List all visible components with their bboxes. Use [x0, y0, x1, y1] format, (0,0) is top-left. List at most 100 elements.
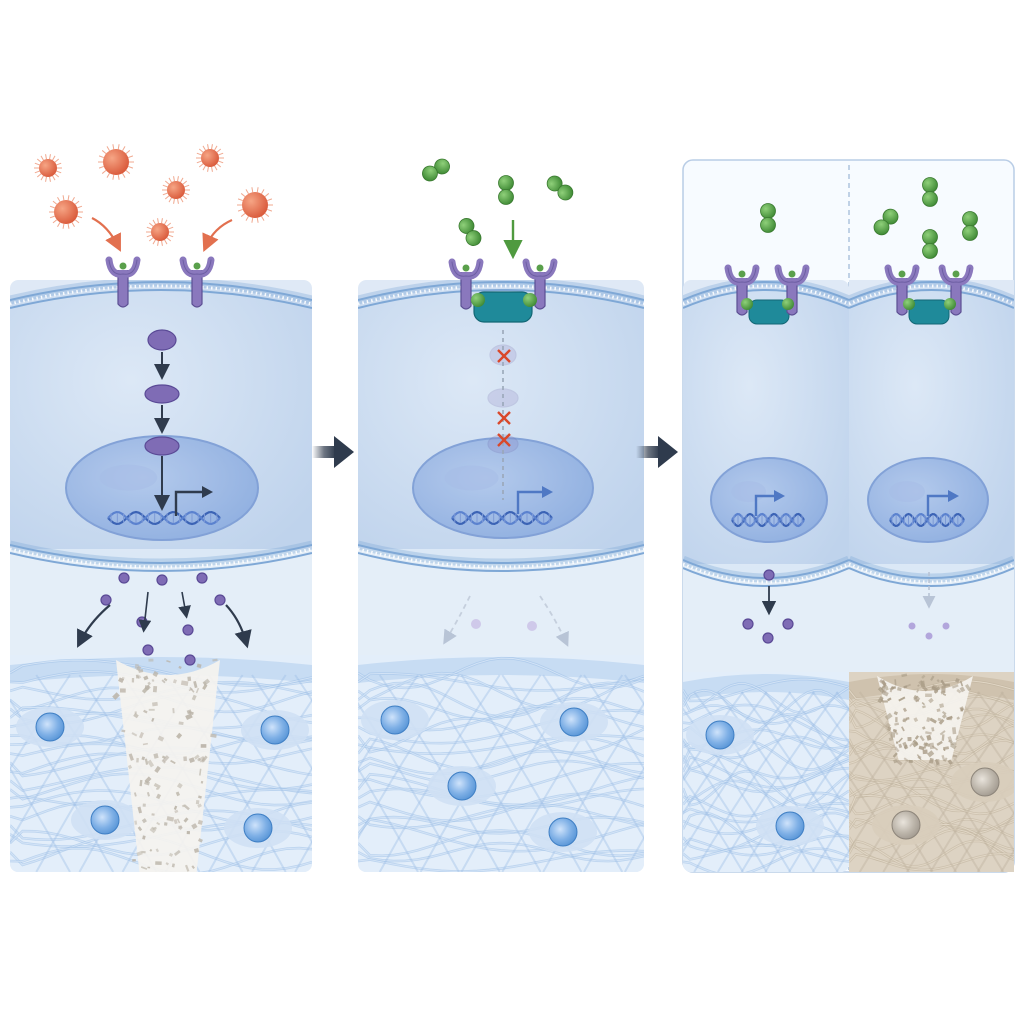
receptor-blocker [908, 299, 950, 325]
signal-molecule [782, 618, 794, 630]
inflammatory-particle [34, 154, 62, 182]
signal-molecule-faint [925, 632, 933, 640]
matrix-cell [243, 813, 273, 843]
signal-molecule [196, 572, 208, 584]
step-arrows [312, 436, 678, 468]
inflammatory-particle [196, 144, 224, 172]
dna-icon [107, 510, 221, 526]
antagonist-bound [523, 293, 537, 307]
panel-2-matrix [358, 655, 644, 872]
matrix-cell [260, 715, 290, 745]
signal-molecule [118, 572, 130, 584]
receptor-icon [938, 264, 974, 316]
signal-molecule [144, 436, 180, 456]
arrow [443, 595, 471, 645]
signal-molecule [214, 594, 226, 606]
antagonist-dimer [962, 211, 978, 241]
antagonist-bound [903, 298, 915, 310]
arrow [77, 604, 111, 648]
dna-icon [451, 510, 553, 526]
panel-3a-partial [683, 280, 849, 872]
antagonist-dimer [873, 208, 899, 236]
antagonist-bound [741, 298, 753, 310]
panel-3b-cell [849, 280, 1014, 684]
step-arrow-icon [636, 436, 678, 468]
matrix-cell [970, 767, 1000, 797]
block-x-icon [497, 349, 511, 363]
matrix-cell [548, 817, 578, 847]
arrow [539, 595, 569, 647]
arrow [138, 591, 152, 633]
signal-molecule [142, 644, 154, 656]
receptor-blocker [473, 291, 533, 323]
panel-2-cell [358, 280, 644, 669]
panel-2-extracellular [422, 158, 574, 323]
dna-icon [889, 512, 965, 528]
receptor-icon [179, 256, 215, 308]
matrix-cell [775, 811, 805, 841]
inflammatory-particle [98, 144, 134, 180]
transcription-arrow-icon [174, 486, 213, 516]
antagonist-dimer [422, 158, 450, 182]
signal-molecule [763, 569, 775, 581]
panel-2-blocked [358, 280, 644, 872]
antagonist-dimer [922, 177, 938, 207]
antagonist-dimer [498, 175, 514, 205]
matrix-cell [35, 712, 65, 742]
block-x-icon [497, 433, 511, 447]
panel-3b-fibrotic [849, 280, 1014, 872]
panel-3a-matrix [683, 672, 849, 872]
receptor-icon [774, 264, 810, 316]
antagonist-bound [944, 298, 956, 310]
antagonist-dimer [922, 229, 938, 259]
signal-molecule [147, 329, 177, 351]
signal-molecule-faint [908, 622, 916, 630]
matrix-cell [891, 810, 921, 840]
antagonist-dimer [458, 218, 482, 246]
arrow [225, 604, 252, 649]
signal-molecule [182, 624, 194, 636]
receptor-icon [522, 258, 558, 310]
signal-molecule-faint [942, 622, 950, 630]
nucleus [710, 457, 828, 543]
receptor-icon [448, 258, 484, 310]
matrix-cell [380, 705, 410, 735]
transcription-arrow-icon [516, 486, 553, 514]
panel-3b-matrix-degradation [877, 673, 973, 766]
matrix-cell [705, 720, 735, 750]
signal-molecule-faint [527, 621, 537, 631]
receptor-icon [105, 256, 141, 308]
signal-molecule [144, 384, 180, 404]
inflammatory-particle [237, 187, 273, 223]
panel-3b-extracellular [873, 177, 978, 325]
signal-molecule [762, 632, 774, 644]
signal-molecule [184, 654, 196, 666]
inflammatory-particle [146, 218, 174, 246]
transcription-arrow-icon [926, 490, 959, 516]
block-x-icon [497, 411, 511, 425]
signal-molecule [156, 574, 168, 586]
antagonist-dimer [760, 203, 776, 233]
signal-molecule [742, 618, 754, 630]
arrow [202, 218, 233, 253]
transcription-arrow-icon [754, 490, 785, 516]
step-arrow-icon [312, 436, 354, 468]
inflammatory-particle [49, 195, 83, 229]
antagonist-dimer [546, 175, 574, 201]
antagonist-bound [471, 293, 485, 307]
matrix-cell [90, 805, 120, 835]
panel-3a-cell [683, 280, 849, 684]
dna-icon [731, 512, 805, 528]
signal-molecule [100, 594, 112, 606]
matrix-cell [447, 771, 477, 801]
inflammatory-particle [162, 176, 190, 204]
arrow [91, 217, 121, 252]
panel-1-stimulated [10, 280, 312, 872]
matrix-cell [559, 707, 589, 737]
panel-3a-extracellular [724, 203, 810, 325]
arrow [178, 591, 191, 619]
antagonist-bound [782, 298, 794, 310]
receptor-icon [724, 264, 760, 316]
